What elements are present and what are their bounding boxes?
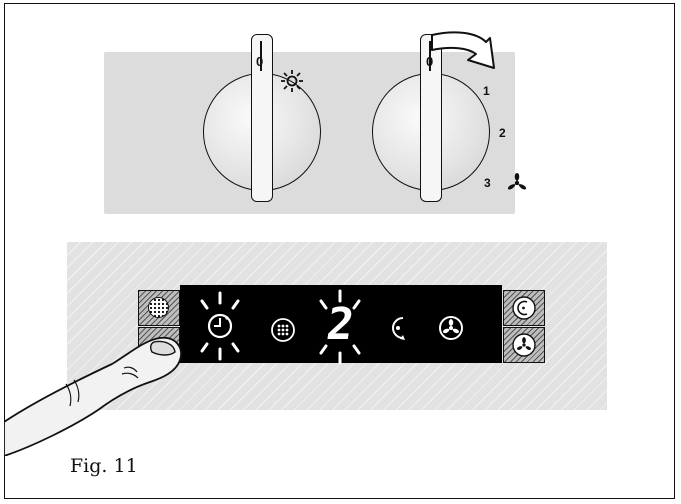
fan-speed-icon <box>439 316 463 340</box>
finger-pressing-icon <box>4 336 182 456</box>
filter-icon <box>148 297 169 318</box>
fan-dial-zero-label: 0 <box>426 54 434 69</box>
fan-level-2-label: 2 <box>499 126 506 140</box>
fan-dial-grip[interactable] <box>420 34 442 202</box>
fan-icon <box>507 173 527 190</box>
light-icon <box>281 70 303 92</box>
intensive-button-icon <box>512 296 536 320</box>
timer-icon <box>200 291 240 361</box>
light-dial-zero-label: 0 <box>256 54 264 69</box>
light-dial-grip[interactable] <box>251 34 273 202</box>
figure-caption: Fig. 11 <box>70 455 138 477</box>
fan-recirculation-button[interactable] <box>503 327 545 363</box>
intensive-icon <box>392 317 405 340</box>
fan-level-1-label: 1 <box>483 84 490 98</box>
fan-level-digit-rays <box>319 289 361 365</box>
fan-button-icon <box>512 333 536 357</box>
filter-indicator-icon <box>271 318 295 342</box>
intensive-mode-button[interactable] <box>503 290 545 326</box>
fan-dial[interactable] <box>372 34 490 202</box>
grease-filter-button[interactable] <box>138 290 180 326</box>
fan-level-3-label: 3 <box>484 176 491 190</box>
figure-frame <box>4 3 675 499</box>
light-dial[interactable] <box>203 34 321 202</box>
clockwise-arrow-icon <box>431 31 495 69</box>
